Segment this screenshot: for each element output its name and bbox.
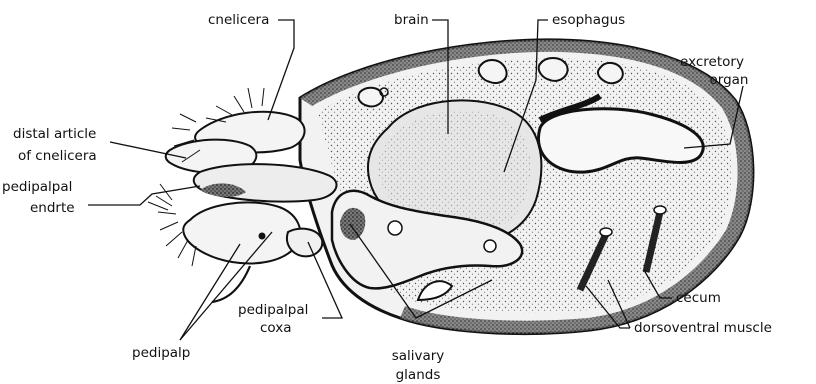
label-pedipalpal-endite-line1: pedipalpal <box>2 179 72 195</box>
label-cecum: cecum <box>676 290 721 306</box>
leader-pedipalp-1 <box>180 244 240 340</box>
label-excretory-organ-line2: organ <box>710 72 749 88</box>
leader-chelicera <box>268 20 294 120</box>
gland-nucleus-1 <box>388 221 402 235</box>
label-distal-article-line2: of cnelicera <box>18 148 97 164</box>
gland-nucleus-2 <box>484 240 496 252</box>
label-pedipalpal-coxa-line2: coxa <box>260 320 292 336</box>
label-pedipalpal-coxa-line1: pedipalpal <box>238 302 308 318</box>
label-chelicera: cnelicera <box>208 12 269 28</box>
leader-pedipalpal-endite <box>88 186 200 205</box>
endite-shape <box>194 164 337 201</box>
muscle-cap-2 <box>654 206 666 214</box>
pedipalp-shape <box>183 202 300 263</box>
muscle-cap-1 <box>600 228 612 236</box>
label-brain: brain <box>394 12 429 28</box>
label-salivary-glands-line2: glands <box>396 367 441 383</box>
label-esophagus: esophagus <box>552 12 625 28</box>
coxa-shape <box>287 229 322 257</box>
label-distal-article-line1: distal article <box>13 126 96 142</box>
label-dorsoventral-muscle: dorsoventral muscle <box>634 320 772 336</box>
mite-body-illustration <box>148 40 753 334</box>
label-pedipalpal-endite-line2: endrte <box>30 200 75 216</box>
label-pedipalp: pedipalp <box>132 345 190 361</box>
label-salivary-glands-line1: salivary <box>392 348 445 364</box>
pedipalp-pore <box>259 233 266 240</box>
label-excretory-organ-line1: excretory <box>680 54 744 70</box>
